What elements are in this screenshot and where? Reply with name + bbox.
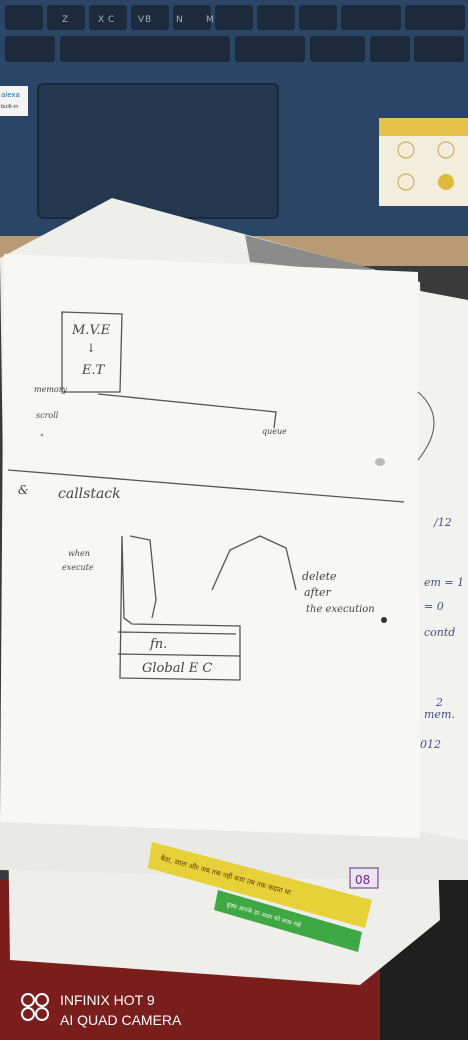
side-fragment: /12 (433, 516, 452, 529)
side-fragment: 2 (435, 696, 443, 709)
side-sketch (417, 391, 435, 461)
notebook-page (0, 254, 420, 838)
label-execution: the execution (306, 604, 375, 615)
touchpad (37, 83, 279, 219)
key-label: C (108, 15, 114, 25)
box-text: E.T (81, 363, 106, 378)
laptop-sticker-header (379, 118, 468, 136)
clipboard-clip (245, 235, 378, 275)
side-fragment: contd (424, 626, 455, 639)
sticker-icon (397, 141, 415, 159)
alexa-sticker-text: alexa (1, 91, 20, 99)
label-execute: execute (62, 563, 94, 572)
key-label: V (138, 15, 145, 25)
label-after: after (304, 586, 332, 599)
page-number: 08 (355, 873, 370, 887)
stack-divider (117, 653, 241, 657)
hand-drawn-line (97, 393, 277, 429)
punch-hole (375, 458, 385, 466)
keyboard-row (5, 5, 465, 62)
side-fragment: em = 1 (424, 576, 464, 589)
key-label: X (98, 15, 104, 25)
key-label: B (145, 15, 151, 25)
label-memory: memory (34, 385, 68, 394)
stack-outline (119, 535, 241, 681)
key-label: M (206, 15, 214, 25)
heading-bullet: & (18, 483, 29, 497)
stack-item-global: Global E C (142, 661, 212, 676)
label-queue: queue (262, 427, 287, 436)
alexa-sticker-text: built-in (1, 104, 18, 110)
arrow-down (129, 535, 157, 619)
watermark-model: INFINIX HOT 9 (60, 992, 155, 1008)
key-label: Z (62, 15, 68, 25)
handwriting-sketch (7, 311, 405, 681)
watermark-camera: AI QUAD CAMERA (60, 1012, 182, 1028)
label-delete: delete (302, 570, 337, 583)
hand-drawn-box (61, 311, 123, 393)
label-when: when (68, 549, 90, 558)
page-number-box (349, 867, 379, 889)
sticker-icon (438, 174, 454, 190)
side-fragment: 012 (420, 738, 441, 751)
sticker-icon (437, 141, 455, 159)
green-strip (214, 890, 362, 952)
key-label: N (176, 15, 183, 25)
box-text: ↓ (86, 341, 96, 355)
box-text: M.V.E (71, 323, 111, 338)
alexa-sticker (0, 86, 28, 116)
label-quote: " (40, 433, 44, 442)
camera-watermark: INFINIX HOT 9 AI QUAD CAMERA (20, 990, 220, 1030)
stack-item-fn: fn. (149, 637, 167, 652)
yellow-strip (148, 842, 372, 928)
sticker-icon (397, 173, 415, 191)
hand-drawn-divider (7, 469, 405, 503)
label-scroll: scroll (36, 411, 59, 420)
side-fragment: mem. (424, 708, 455, 721)
stack-divider (117, 631, 237, 635)
ink-dot (381, 617, 387, 623)
arrow-up (211, 535, 297, 591)
quad-camera-icon (21, 993, 49, 1021)
side-fragment: = 0 (424, 600, 444, 613)
heading-callstack: callstack (58, 486, 121, 502)
